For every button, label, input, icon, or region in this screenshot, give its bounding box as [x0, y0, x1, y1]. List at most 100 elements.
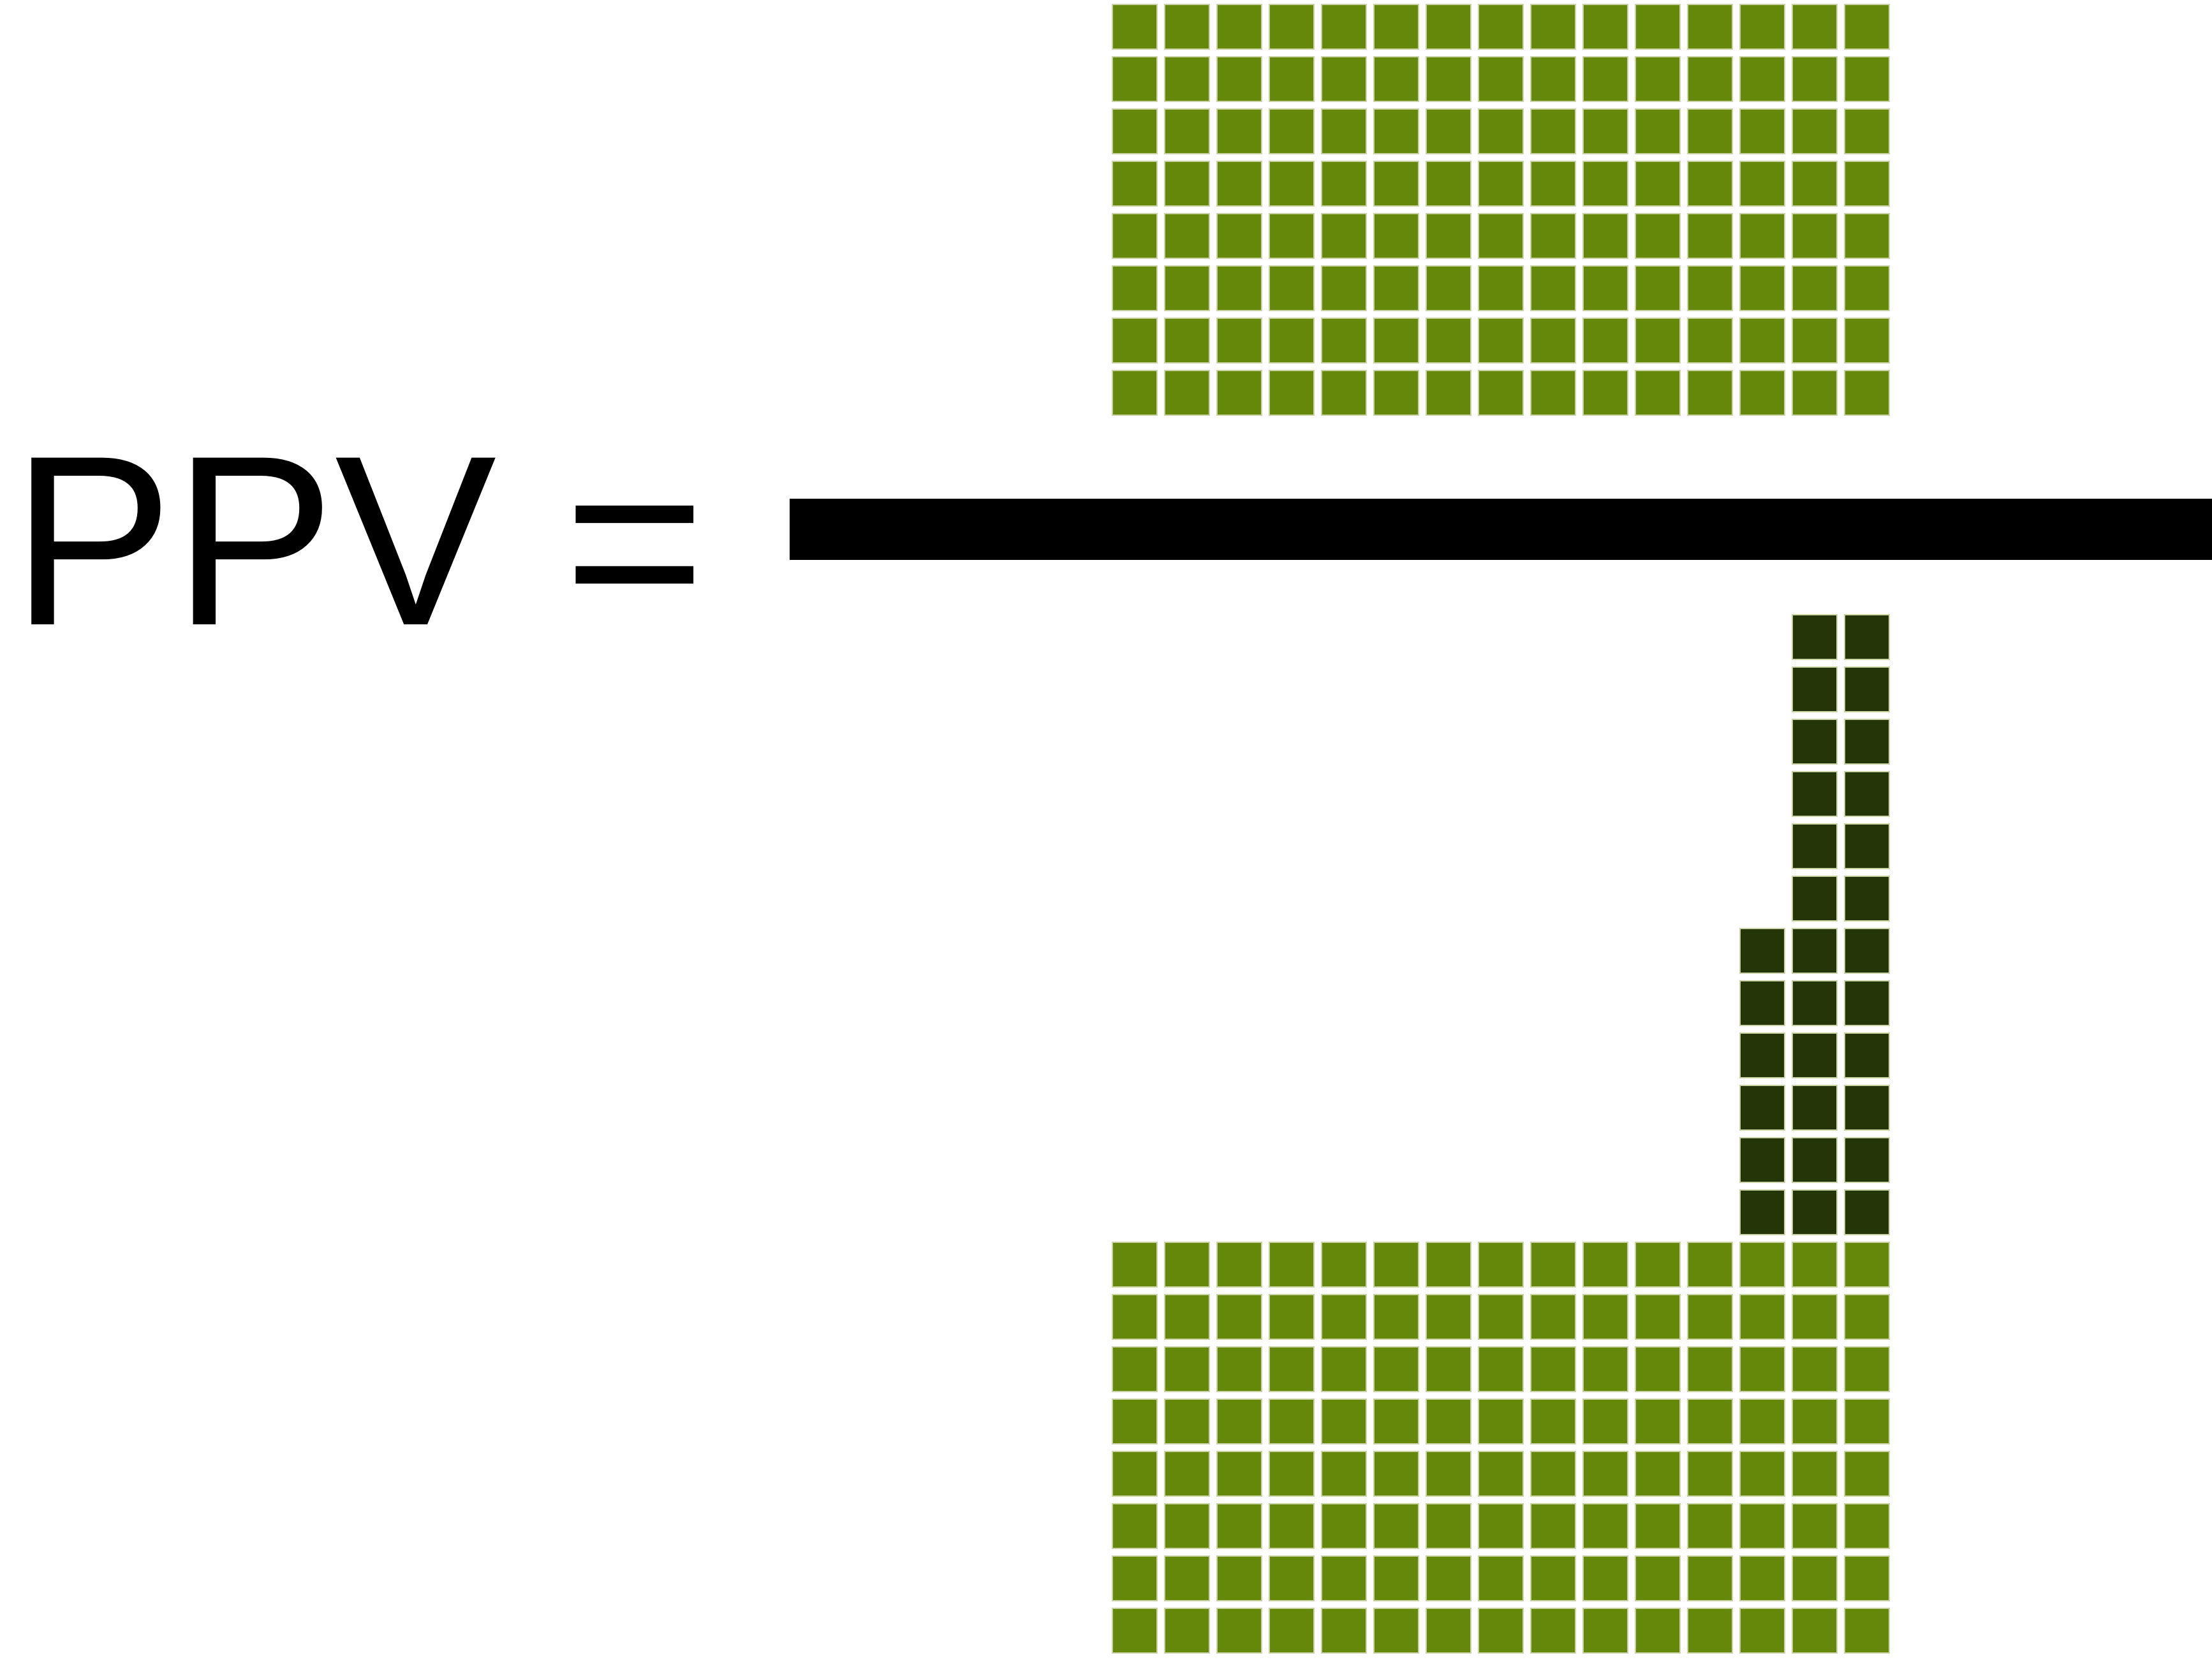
- denominator-true-positive-cell: [1216, 1242, 1262, 1288]
- numerator-true-positive-cell: [1530, 318, 1576, 364]
- denominator-true-positive-cell: [1844, 1242, 1890, 1288]
- numerator-true-positive-cell: [1792, 56, 1838, 102]
- denominator-true-positive-cell: [1582, 1555, 1628, 1601]
- denominator-true-positive-cell: [1164, 1555, 1210, 1601]
- denominator-true-positive-cell: [1269, 1346, 1315, 1392]
- denominator-false-positive-cell: [1792, 980, 1838, 1026]
- denominator-false-positive-cell: [1792, 614, 1838, 660]
- numerator-true-positive-cell: [1216, 56, 1262, 102]
- numerator-true-positive-cell: [1739, 108, 1785, 154]
- numerator-true-positive-cell: [1530, 213, 1576, 259]
- denominator-false-positive-cell: [1792, 876, 1838, 922]
- denominator-true-positive-cell: [1792, 1399, 1838, 1444]
- numerator-true-positive-cell: [1164, 265, 1210, 311]
- denominator-true-positive-cell: [1530, 1242, 1576, 1288]
- denominator-true-positive-cell: [1635, 1555, 1681, 1601]
- numerator-true-positive-cell: [1635, 161, 1681, 207]
- numerator-true-positive-cell: [1792, 108, 1838, 154]
- denominator-true-positive-cell: [1112, 1503, 1158, 1549]
- numerator-true-positive-cell: [1687, 265, 1733, 311]
- numerator-true-positive-cell: [1112, 161, 1158, 207]
- numerator-true-positive-cell: [1687, 161, 1733, 207]
- denominator-true-positive-cell: [1478, 1608, 1524, 1654]
- numerator-true-positive-cell: [1687, 213, 1733, 259]
- numerator-true-positive-cell: [1478, 213, 1524, 259]
- numerator-true-positive-cell: [1164, 108, 1210, 154]
- denominator-true-positive-cell: [1373, 1555, 1419, 1601]
- denominator-false-positive-cell: [1792, 1085, 1838, 1131]
- numerator-true-positive-cell: [1269, 265, 1315, 311]
- denominator-true-positive-cell: [1687, 1294, 1733, 1340]
- numerator-true-positive-cell: [1530, 265, 1576, 311]
- numerator-true-positive-cell: [1530, 56, 1576, 102]
- denominator-true-positive-cell: [1530, 1555, 1576, 1601]
- denominator-false-positive-cell: [1844, 614, 1890, 660]
- numerator-true-positive-cell: [1321, 108, 1367, 154]
- numerator-true-positive-cell: [1844, 318, 1890, 364]
- denominator-true-positive-cell: [1739, 1503, 1785, 1549]
- numerator-true-positive-cell: [1792, 265, 1838, 311]
- numerator-true-positive-cell: [1844, 213, 1890, 259]
- numerator-true-positive-cell: [1792, 4, 1838, 50]
- numerator-true-positive-cell: [1530, 161, 1576, 207]
- denominator-true-positive-cell: [1216, 1346, 1262, 1392]
- numerator-true-positive-cell: [1321, 318, 1367, 364]
- numerator-true-positive-cell: [1635, 370, 1681, 416]
- numerator-true-positive-cell: [1426, 318, 1471, 364]
- denominator-true-positive-cell: [1635, 1242, 1681, 1288]
- denominator-true-positive-cell: [1844, 1608, 1890, 1654]
- numerator-true-positive-cell: [1373, 318, 1419, 364]
- numerator-true-positive-cell: [1269, 318, 1315, 364]
- numerator-true-positive-cell: [1112, 265, 1158, 311]
- denominator-true-positive-cell: [1530, 1608, 1576, 1654]
- denominator-true-positive-cell: [1216, 1399, 1262, 1444]
- denominator-true-positive-cell: [1112, 1399, 1158, 1444]
- denominator-true-positive-cell: [1739, 1294, 1785, 1340]
- numerator-true-positive-cell: [1112, 370, 1158, 416]
- denominator-true-positive-cell: [1112, 1346, 1158, 1392]
- denominator-true-positive-cell: [1739, 1555, 1785, 1601]
- denominator-true-positive-cell: [1844, 1399, 1890, 1444]
- denominator-true-positive-cell: [1739, 1242, 1785, 1288]
- numerator-true-positive-cell: [1321, 370, 1367, 416]
- numerator-true-positive-cell: [1426, 56, 1471, 102]
- numerator-true-positive-cell: [1844, 370, 1890, 416]
- denominator-true-positive-cell: [1164, 1399, 1210, 1444]
- denominator-true-positive-cell: [1739, 1346, 1785, 1392]
- denominator-true-positive-cell: [1112, 1451, 1158, 1497]
- numerator-true-positive-cell: [1687, 370, 1733, 416]
- denominator-true-positive-cell: [1739, 1399, 1785, 1444]
- numerator-true-positive-cell: [1635, 265, 1681, 311]
- numerator-true-positive-cell: [1792, 213, 1838, 259]
- denominator-true-positive-cell: [1687, 1451, 1733, 1497]
- denominator-true-positive-cell: [1478, 1346, 1524, 1392]
- denominator-true-positive-grid: [1112, 1242, 1896, 1660]
- numerator-true-positive-cell: [1582, 108, 1628, 154]
- denominator-true-positive-cell: [1582, 1294, 1628, 1340]
- denominator-true-positive-cell: [1635, 1503, 1681, 1549]
- numerator-true-positive-cell: [1321, 56, 1367, 102]
- numerator-true-positive-cell: [1112, 318, 1158, 364]
- numerator-true-positive-cell: [1321, 161, 1367, 207]
- denominator-true-positive-cell: [1321, 1294, 1367, 1340]
- numerator-true-positive-cell: [1687, 4, 1733, 50]
- denominator-false-positive-cell: [1792, 928, 1838, 974]
- denominator-true-positive-cell: [1373, 1451, 1419, 1497]
- numerator-true-positive-cell: [1216, 161, 1262, 207]
- numerator-true-positive-cell: [1635, 318, 1681, 364]
- numerator-true-positive-cell: [1216, 108, 1262, 154]
- denominator-true-positive-cell: [1373, 1294, 1419, 1340]
- numerator-true-positive-cell: [1792, 370, 1838, 416]
- denominator-true-positive-cell: [1478, 1242, 1524, 1288]
- denominator-true-positive-cell: [1792, 1451, 1838, 1497]
- numerator-true-positive-cell: [1112, 108, 1158, 154]
- denominator-true-positive-cell: [1635, 1608, 1681, 1654]
- numerator-true-positive-cell: [1164, 56, 1210, 102]
- numerator-true-positive-cell: [1739, 161, 1785, 207]
- denominator-true-positive-cell: [1844, 1503, 1890, 1549]
- denominator-true-positive-cell: [1216, 1608, 1262, 1654]
- denominator-true-positive-cell: [1792, 1346, 1838, 1392]
- denominator-true-positive-cell: [1582, 1608, 1628, 1654]
- numerator-true-positive-cell: [1321, 265, 1367, 311]
